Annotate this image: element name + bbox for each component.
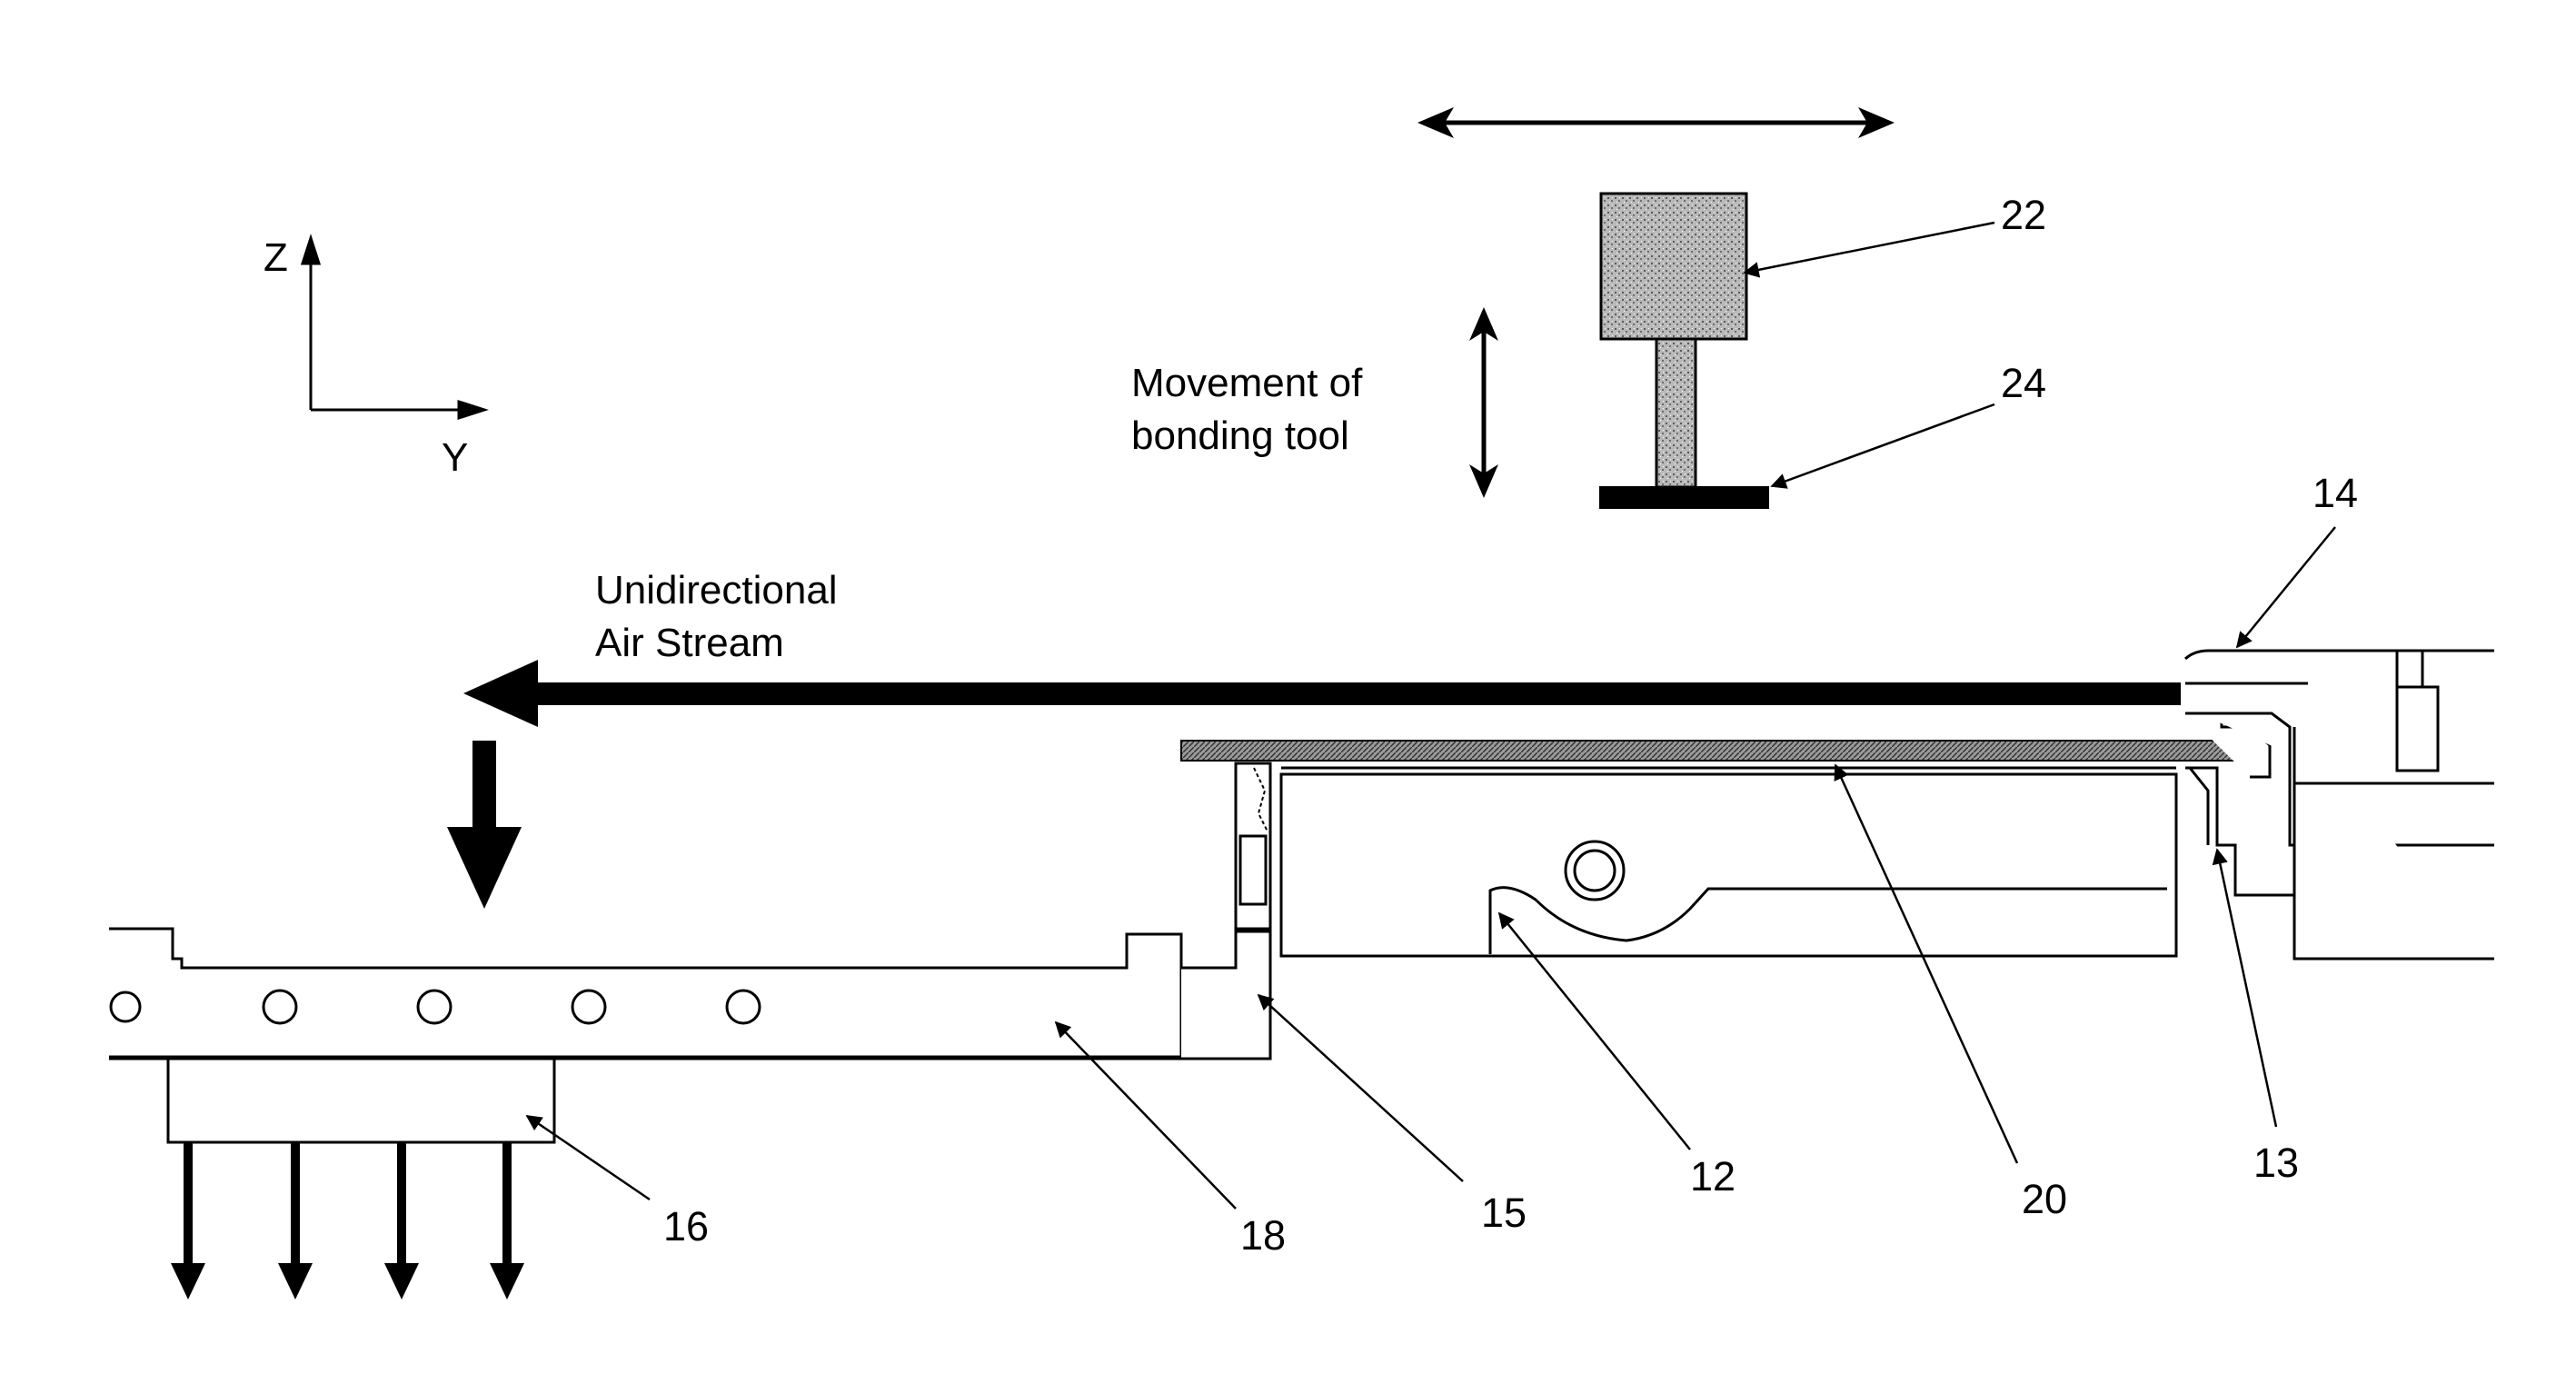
leader-15 (1258, 995, 1463, 1181)
exhaust-arrows (171, 1142, 524, 1299)
ref-18: 18 (1240, 1212, 1286, 1259)
leader-16 (527, 1116, 650, 1200)
ref-16: 16 (663, 1203, 709, 1250)
leader-22 (1745, 223, 1994, 273)
ref-22: 22 (2001, 192, 2046, 238)
ref-24: 24 (2001, 360, 2046, 406)
ref-20: 20 (2022, 1176, 2067, 1222)
leader-lines (527, 223, 2335, 1209)
downward-exhaust-arrow (447, 741, 522, 909)
bonding-tool-movement-label-line2: bonding tool (1131, 413, 1349, 458)
y-axis-label: Y (442, 435, 468, 480)
heater-block-12 (1281, 768, 2176, 956)
y-axis-arrowhead (459, 402, 484, 418)
ref-13: 13 (2253, 1140, 2299, 1186)
bond-head-shank (1656, 339, 1696, 487)
vent-hole (727, 991, 760, 1023)
coordinate-axes (303, 238, 484, 418)
z-axis-label: Z (264, 235, 288, 280)
bonding-tool-movement-label-line1: Movement of (1131, 361, 1363, 405)
horizontal-motion-arrow (1417, 107, 1895, 138)
block-15 (1181, 763, 1270, 1059)
bonding-head (1599, 194, 1769, 509)
ref-15: 15 (1481, 1190, 1527, 1236)
ref-12: 12 (1690, 1153, 1736, 1200)
vent-hole (111, 992, 140, 1021)
exhaust-block-16 (168, 1059, 554, 1299)
substrate-20 (1181, 741, 2253, 761)
z-axis-arrowhead (303, 238, 319, 264)
air-stream-label-line2: Air Stream (595, 621, 784, 665)
bond-head-block-22 (1601, 194, 1746, 339)
ref-14: 14 (2312, 470, 2358, 516)
air-stream-arrow (463, 660, 2181, 727)
vertical-motion-arrow (1469, 307, 1498, 498)
vent-hole (572, 991, 605, 1023)
bonding-tool-tip-24 (1599, 486, 1769, 509)
vent-hole (418, 991, 451, 1023)
leader-24 (1772, 404, 1994, 486)
table-18 (109, 929, 1181, 1059)
air-stream-label-line1: Unidirectional (595, 568, 838, 612)
clamp-finger-13 (2185, 768, 2294, 895)
leader-14 (2237, 527, 2335, 647)
vent-hole (264, 991, 296, 1023)
